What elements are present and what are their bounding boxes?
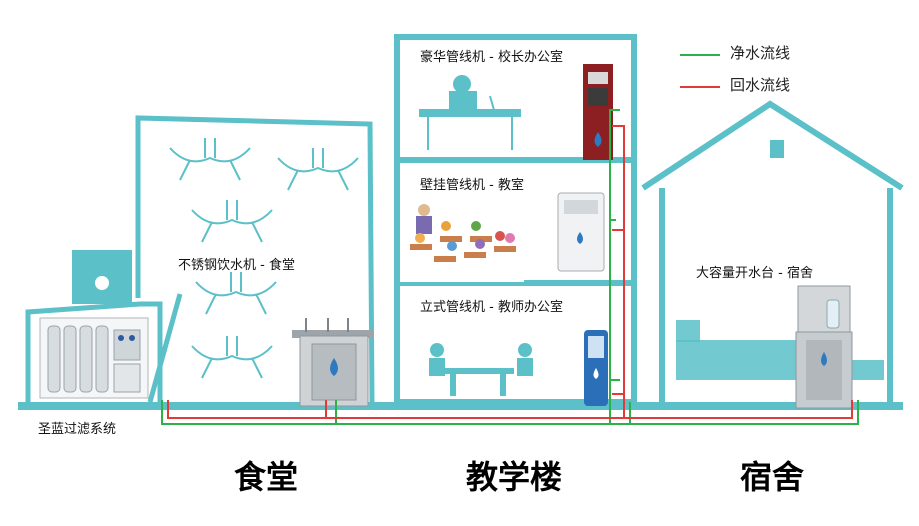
classroom-unit-label: 壁挂管线机 - 教室 [420, 178, 524, 193]
clean-water-pipes [161, 109, 859, 425]
boiling-water-station [795, 285, 853, 409]
dorm-unit-label: 大容量开水台 - 宿舍 [696, 266, 813, 281]
dorm-bed-silhouette [676, 320, 884, 380]
ground-line [18, 402, 903, 410]
stainless-dispenser [292, 318, 374, 407]
principal-office-scene [419, 75, 521, 150]
filter-equipment [39, 317, 149, 399]
building-dorm-title: 宿舍 [740, 458, 805, 496]
dorm-building [641, 100, 904, 402]
return-water-pipes [167, 125, 853, 419]
legend-return-line [680, 86, 720, 88]
legend-clean-label: 净水流线 [730, 44, 791, 62]
legend-clean-line [680, 54, 720, 56]
teacher-unit-label: 立式管线机 - 教师办公室 [420, 300, 563, 315]
teaching-building [394, 34, 637, 405]
standing-dispenser [584, 330, 608, 406]
legend-return-label: 回水流线 [730, 76, 791, 94]
filter-house [25, 250, 163, 402]
canteen-table-icons [169, 138, 359, 379]
filter-system-label: 圣蓝过滤系统 [38, 422, 117, 437]
classroom-scene [400, 200, 524, 282]
canteen-unit-label: 不锈钢饮水机 - 食堂 [178, 258, 295, 273]
canteen-building [135, 115, 375, 403]
teachers-office-scene [429, 343, 533, 396]
luxury-dispenser [583, 64, 613, 160]
wall-dispenser [557, 192, 605, 272]
principal-unit-label: 豪华管线机 - 校长办公室 [420, 50, 563, 65]
building-teaching-title: 教学楼 [466, 458, 563, 496]
building-canteen-title: 食堂 [234, 458, 299, 496]
